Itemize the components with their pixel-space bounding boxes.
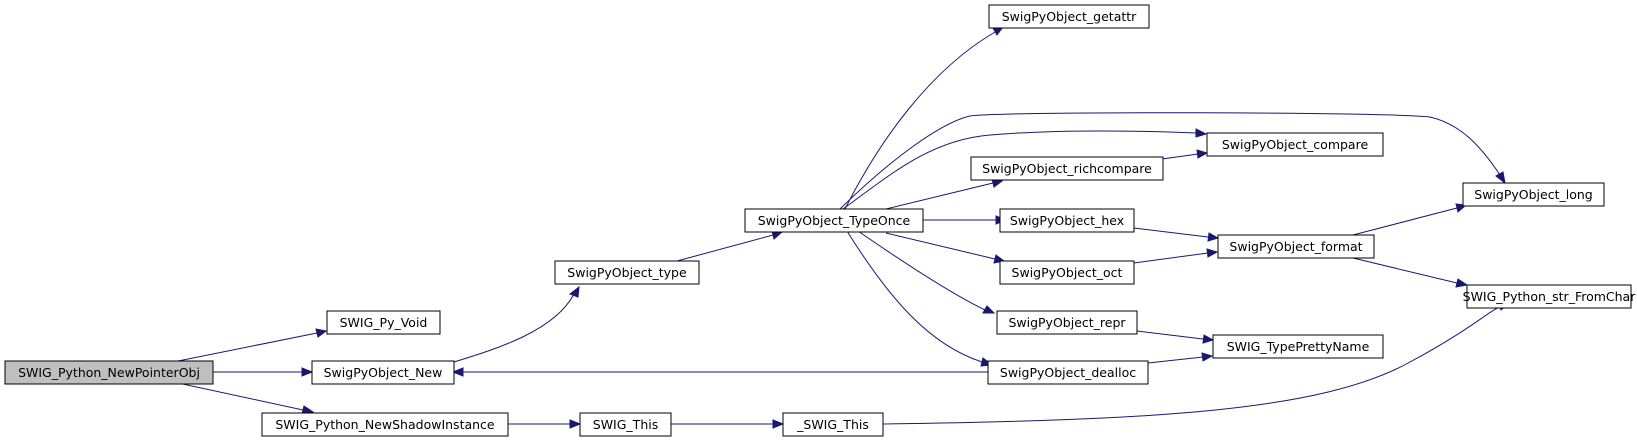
edge-shadow-to-swig-this [508, 419, 582, 429]
svg-text:SwigPyObject_dealloc: SwigPyObject_dealloc [1000, 365, 1136, 380]
edge-typeonce-to-long [839, 112, 1506, 210]
node-swigpyobject-long[interactable]: SwigPyObject_long [1462, 182, 1605, 207]
svg-text:SwigPyObject_getattr: SwigPyObject_getattr [1002, 9, 1137, 24]
svg-text:SwigPyObject_long: SwigPyObject_long [1474, 187, 1592, 202]
edge-typeonce-to-hex [922, 215, 1008, 225]
edge-hex-to-format [1133, 227, 1220, 242]
node-swig-python-str-fromchar[interactable]: SWIG_Python_str_FromChar [1463, 284, 1637, 309]
edge-obj-new-to-obj-type [453, 285, 580, 363]
node-swigpyobject-repr[interactable]: SwigPyObject_repr [996, 310, 1138, 335]
node-swigpyobject-new[interactable]: SwigPyObject_New [311, 360, 455, 385]
node-swig-typeprettyname[interactable]: SWIG_TypePrettyName [1212, 334, 1384, 359]
svg-text:SWIG_Py_Void: SWIG_Py_Void [340, 315, 428, 330]
node-swigpyobject-typeonce[interactable]: SwigPyObject_TypeOnce [744, 208, 924, 233]
svg-text:SwigPyObject_format: SwigPyObject_format [1229, 239, 1362, 254]
edge-dealloc-to-obj-new [451, 367, 988, 377]
edge-typeonce-to-oct [885, 232, 1006, 264]
node-swigpyobject-hex[interactable]: SwigPyObject_hex [999, 208, 1135, 233]
node-swigpyobject-richcompare[interactable]: SwigPyObject_richcompare [970, 156, 1164, 181]
svg-text:SWIG_This: SWIG_This [593, 417, 658, 432]
svg-text:SWIG_Python_str_FromChar: SWIG_Python_str_FromChar [1463, 289, 1637, 304]
svg-text:SwigPyObject_hex: SwigPyObject_hex [1010, 213, 1124, 228]
edge-root-to-obj-new [213, 367, 314, 377]
node-underscore-swig-this[interactable]: _SWIG_This [782, 412, 884, 437]
edge-repr-to-prettyname [1136, 330, 1215, 344]
edge-format-to-long [1352, 203, 1468, 236]
svg-text:SwigPyObject_repr: SwigPyObject_repr [1008, 315, 1126, 330]
edge-format-to-strfromchar [1352, 257, 1469, 288]
node-swig-python-newshadowinstance[interactable]: SWIG_Python_NewShadowInstance [261, 412, 509, 437]
svg-text:SwigPyObject_type: SwigPyObject_type [567, 265, 687, 280]
node-swig-python-newpointerobj[interactable]: SWIG_Python_NewPointerObj [4, 360, 214, 385]
svg-text:SwigPyObject_oct: SwigPyObject_oct [1012, 265, 1123, 280]
svg-text:SWIG_Python_NewShadowInstance: SWIG_Python_NewShadowInstance [275, 417, 495, 432]
edge-underscore-to-strfromchar [882, 301, 1510, 425]
edge-obj-type-to-typeonce [676, 230, 784, 262]
edge-typeonce-to-compare [842, 128, 1208, 210]
edge-root-to-shadow [177, 382, 315, 415]
svg-text:SwigPyObject_New: SwigPyObject_New [324, 365, 443, 380]
node-swigpyobject-getattr[interactable]: SwigPyObject_getattr [988, 4, 1150, 29]
edge-oct-to-format [1133, 248, 1219, 264]
node-swig-this[interactable]: SWIG_This [579, 412, 672, 437]
node-swigpyobject-oct[interactable]: SwigPyObject_oct [999, 260, 1135, 285]
node-swigpyobject-compare[interactable]: SwigPyObject_compare [1206, 132, 1384, 157]
edge-richcompare-to-compare [1161, 149, 1209, 160]
svg-text:SWIG_Python_NewPointerObj: SWIG_Python_NewPointerObj [18, 365, 200, 380]
svg-text:SwigPyObject_compare: SwigPyObject_compare [1222, 137, 1369, 152]
edge-swig-this-to-underscore [671, 419, 785, 429]
node-swigpyobject-format[interactable]: SwigPyObject_format [1217, 234, 1375, 259]
node-swigpyobject-dealloc[interactable]: SwigPyObject_dealloc [987, 360, 1149, 385]
edge-typeonce-to-dealloc [846, 230, 994, 367]
node-swigpyobject-type[interactable]: SwigPyObject_type [554, 260, 700, 285]
svg-text:SWIG_TypePrettyName: SWIG_TypePrettyName [1227, 339, 1370, 354]
edge-typeonce-to-richcompare [885, 178, 1004, 210]
svg-text:SwigPyObject_richcompare: SwigPyObject_richcompare [982, 161, 1152, 176]
svg-text:_SWIG_This: _SWIG_This [796, 417, 869, 432]
svg-text:SwigPyObject_TypeOnce: SwigPyObject_TypeOnce [758, 213, 911, 228]
edge-typeonce-to-repr [857, 230, 996, 314]
edge-root-to-py-void [177, 328, 328, 362]
edge-dealloc-to-prettyname [1147, 352, 1214, 364]
node-swig-py-void[interactable]: SWIG_Py_Void [326, 310, 441, 335]
